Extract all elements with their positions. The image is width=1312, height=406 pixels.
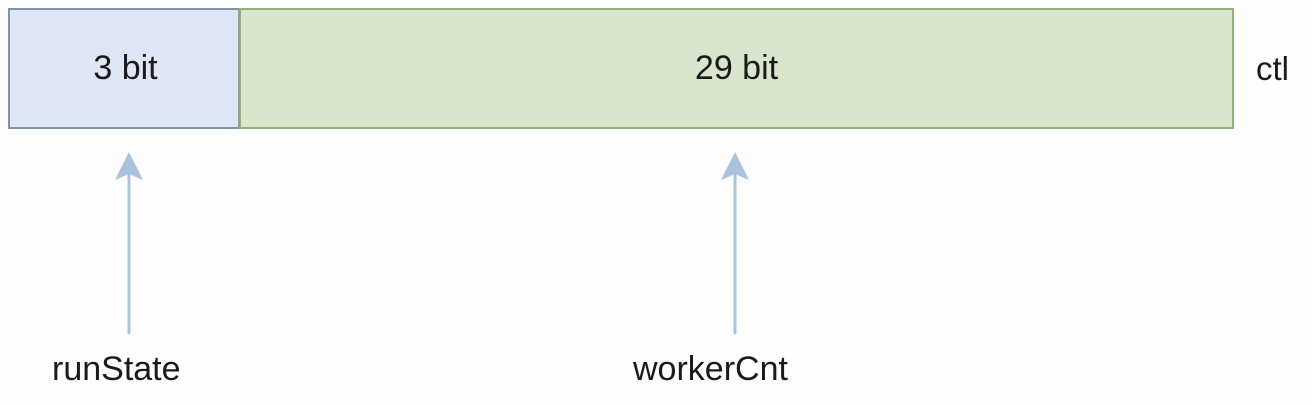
- workercnt-bit-count: 29 bit: [694, 49, 779, 87]
- runstate-bit-segment: 3 bit: [8, 8, 241, 129]
- workercnt-label: workerCnt: [633, 350, 788, 388]
- workercnt-arrow-icon: [721, 152, 749, 334]
- workercnt-bit-segment: 29 bit: [239, 8, 1234, 129]
- ctl-label: ctl: [1256, 50, 1289, 87]
- segment-divider: [238, 8, 240, 129]
- runstate-arrow-icon: [115, 152, 143, 334]
- runstate-label: runState: [52, 350, 181, 388]
- runstate-bit-count: 3 bit: [93, 49, 158, 87]
